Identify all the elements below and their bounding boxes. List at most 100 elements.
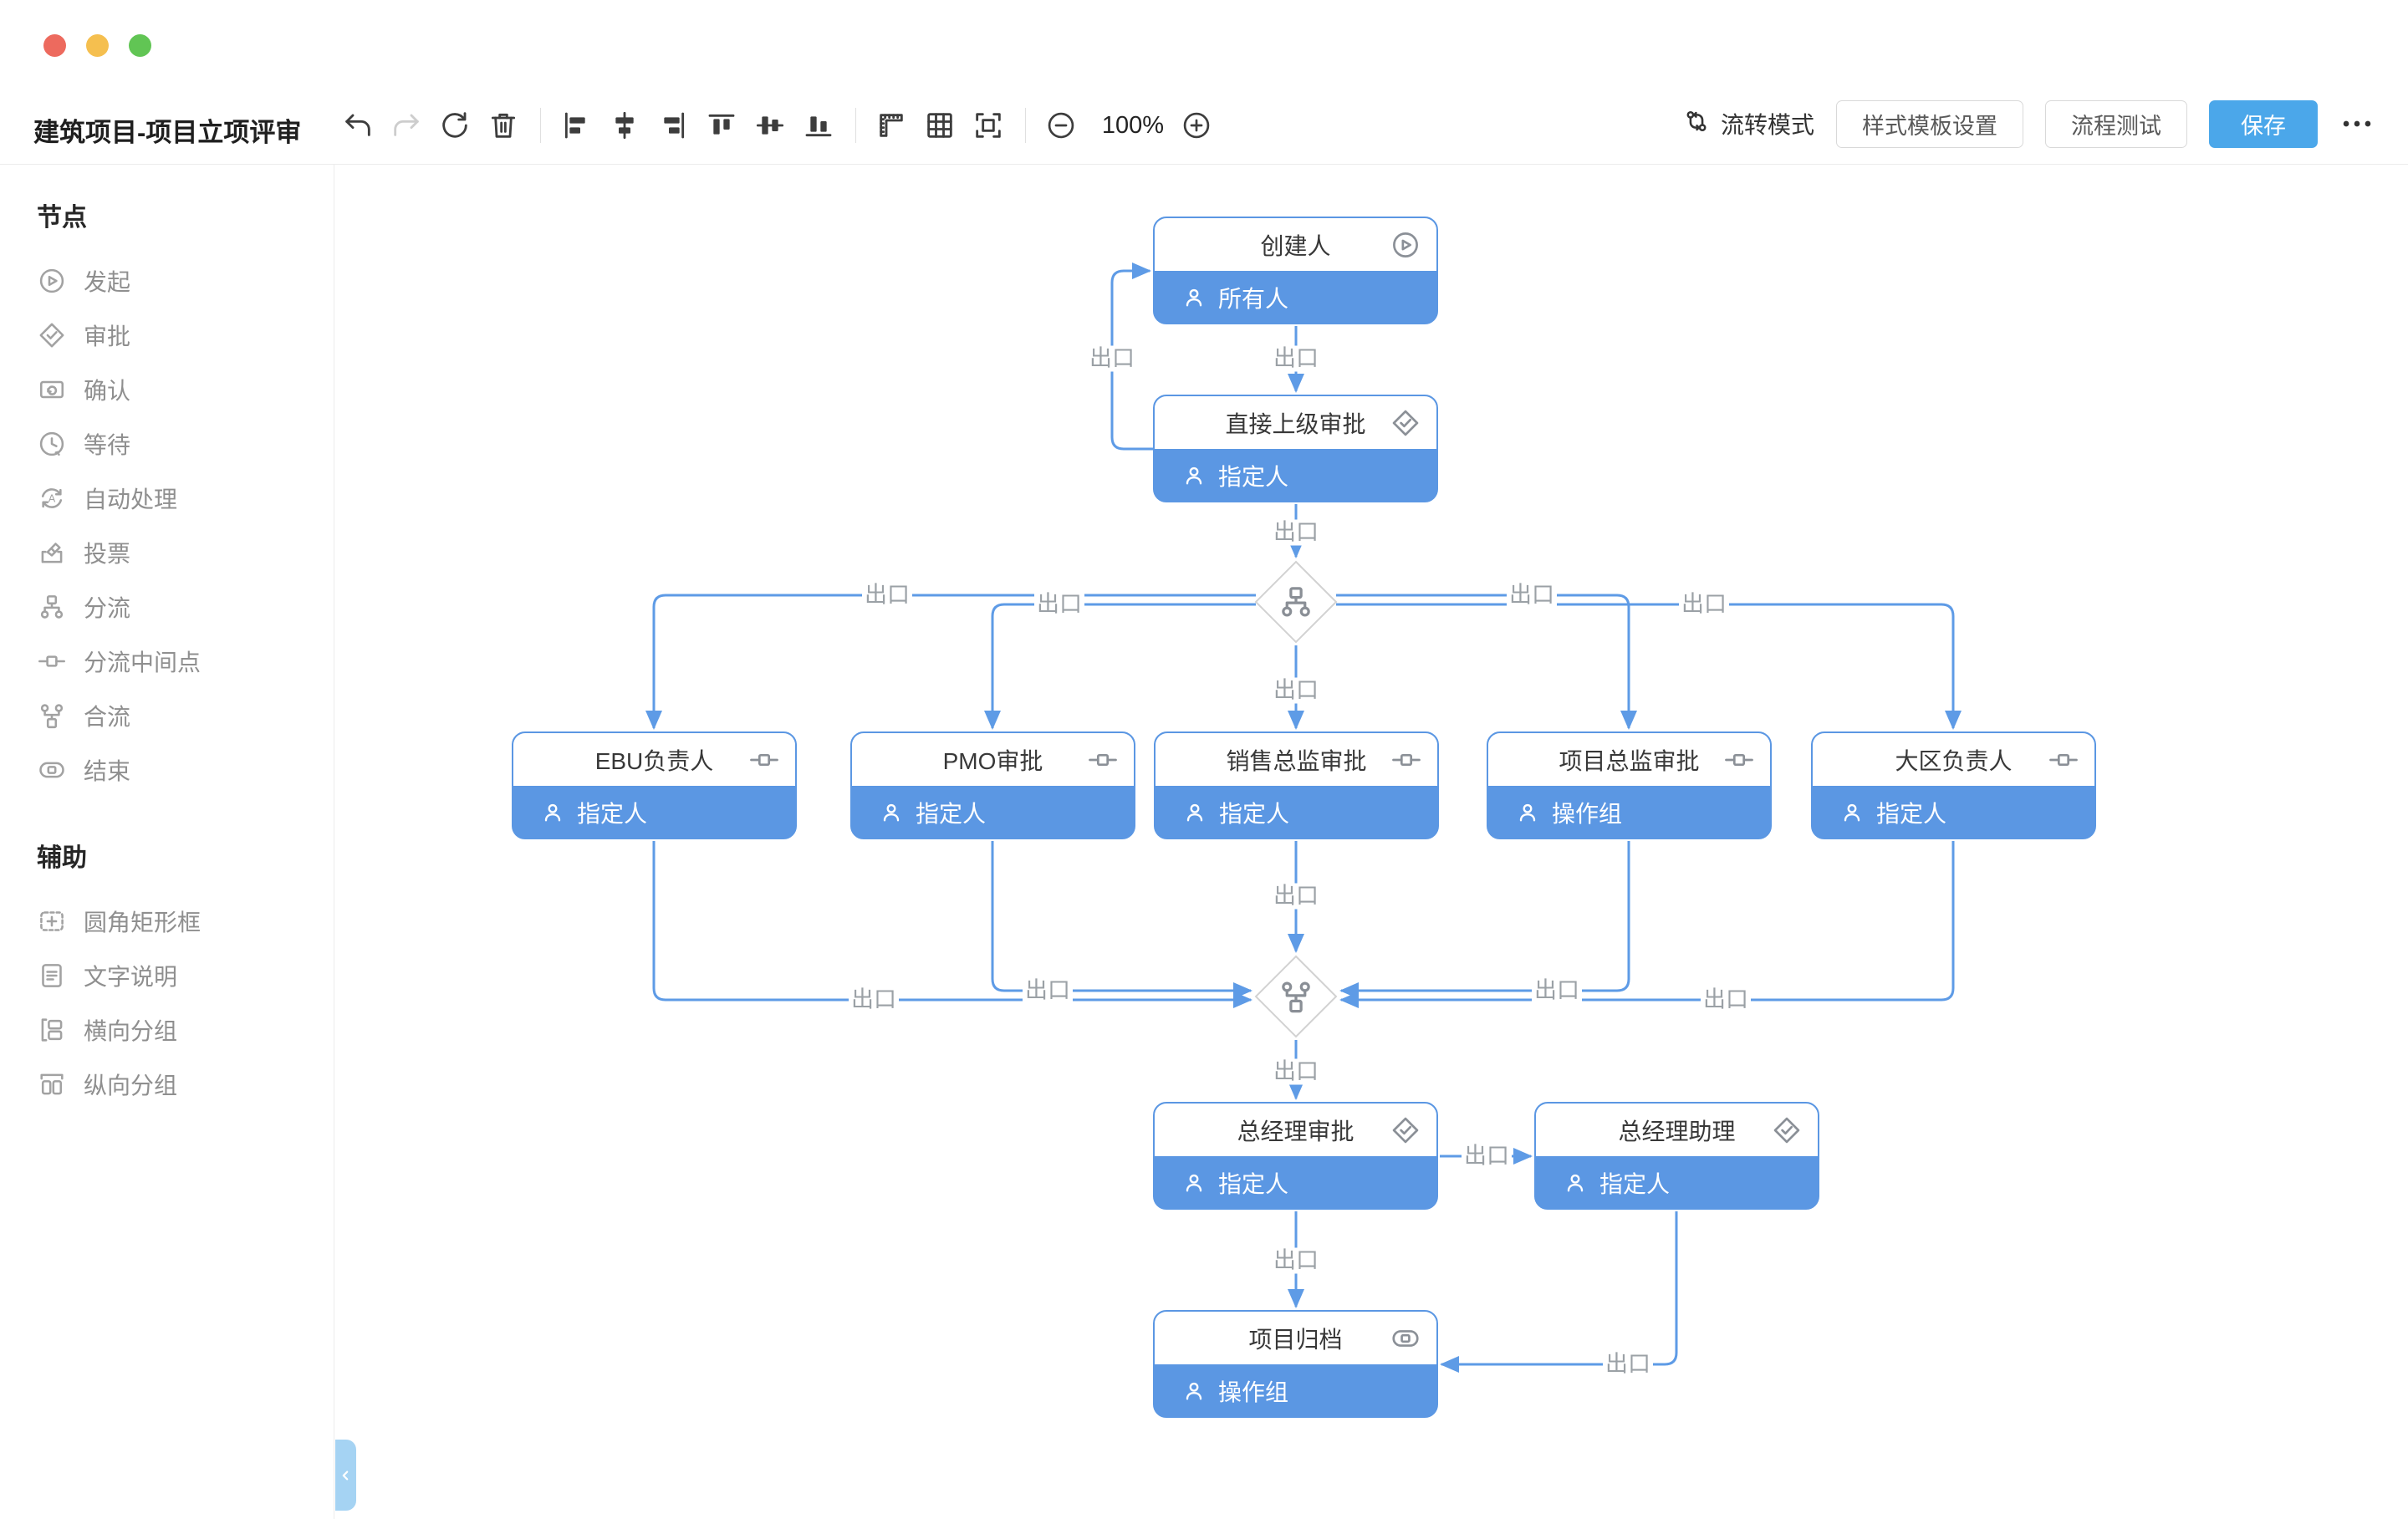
node-assignee-label: 指定人 (577, 801, 648, 827)
merge-gateway-node[interactable] (1254, 955, 1338, 1038)
edge-label: 出口 (862, 582, 912, 609)
person-icon (1519, 803, 1536, 822)
edge-label: 出口 (1462, 1143, 1512, 1170)
style-template-button[interactable]: 样式模板设置 (1836, 99, 2023, 148)
flow-mode-toggle[interactable]: 流转模式 (1682, 107, 1814, 141)
mid-point-icon (1725, 753, 1753, 766)
palette-item-label: 自动处理 (84, 486, 178, 512)
palette-item-dashed-plus[interactable]: 圆角矩形框 (37, 894, 334, 948)
minimize-window-button[interactable] (86, 34, 109, 57)
flow-edge[interactable] (1339, 841, 1955, 1008)
palette-item-wait[interactable]: 等待 (37, 416, 334, 471)
edge-label: 出口 (1271, 677, 1321, 704)
trash-icon (491, 113, 516, 138)
zoom-in-button[interactable] (1180, 109, 1213, 142)
flow-edge[interactable] (645, 594, 1256, 730)
flow-edge[interactable] (1440, 1211, 1678, 1373)
palette-item-label: 结束 (84, 757, 131, 784)
palette-item-label: 发起 (84, 268, 131, 295)
flow-node[interactable]: 总经理审批指定人 (1153, 1102, 1438, 1210)
align-middle-tool-button[interactable] (753, 109, 787, 142)
sidebar-collapse-handle[interactable] (335, 1440, 356, 1511)
palette-item-mid-point[interactable]: 分流中间点 (37, 634, 334, 688)
flow-edge[interactable] (991, 841, 1252, 999)
save-button[interactable]: 保存 (2209, 99, 2318, 148)
flow-node[interactable]: 项目归档操作组 (1153, 1310, 1438, 1418)
node-assignee-label: 指定人 (1876, 801, 1947, 827)
grid-tool-button[interactable] (923, 109, 957, 142)
align-center-h-tool-button[interactable] (608, 109, 641, 142)
palette-item-label: 合流 (84, 703, 131, 730)
plus-circle-icon (1183, 112, 1210, 139)
refresh-tool-button[interactable] (438, 109, 472, 142)
palette-item-vote[interactable]: 投票 (37, 525, 334, 579)
palette-item-end[interactable]: 结束 (37, 742, 334, 797)
flow-node[interactable]: 项目总监审批操作组 (1487, 731, 1772, 839)
flow-node[interactable]: PMO审批指定人 (850, 731, 1135, 839)
flow-edge[interactable] (1339, 841, 1630, 999)
palette-item-v-group[interactable]: 纵向分组 (37, 1057, 334, 1111)
align-right-tool-button[interactable] (656, 109, 690, 142)
flow-edge[interactable] (652, 841, 1252, 1008)
window-controls (43, 34, 151, 57)
node-title: 大区负责人 (1895, 747, 2013, 774)
trash-tool-button[interactable] (487, 109, 520, 142)
align-bottom-tool-button[interactable] (802, 109, 835, 142)
zoom-out-button[interactable] (1044, 109, 1078, 142)
align-top-icon (708, 114, 735, 135)
align-left-tool-button[interactable] (559, 109, 593, 142)
palette-item-label: 文字说明 (84, 963, 178, 990)
node-assignee-label: 所有人 (1218, 286, 1289, 312)
merge-icon (40, 703, 64, 728)
flow-node[interactable]: 直接上级审批指定人 (1153, 395, 1438, 502)
split-icon (1282, 587, 1310, 617)
fit-icon (976, 113, 1001, 138)
node-title-row: 项目归档 (1155, 1312, 1436, 1364)
edge-label: 出口 (1271, 345, 1321, 372)
mid-point-icon (1392, 753, 1421, 766)
page-title: 建筑项目-项目立项评审 (33, 118, 302, 147)
close-window-button[interactable] (43, 34, 66, 57)
flow-node[interactable]: EBU负责人指定人 (512, 731, 797, 839)
flow-edge[interactable] (1336, 594, 1637, 730)
mid-point-icon (2049, 753, 2078, 766)
align-top-tool-button[interactable] (705, 109, 738, 142)
palette-item-doc[interactable]: 文字说明 (37, 948, 334, 1002)
toolbar-divider (855, 108, 856, 143)
flow-node[interactable]: 总经理助理指定人 (1534, 1102, 1819, 1210)
flow-mode-icon (1686, 110, 1707, 131)
ruler-tool-button[interactable] (875, 109, 908, 142)
flow-node[interactable]: 创建人所有人 (1153, 217, 1438, 324)
node-title: 总经理审批 (1237, 1118, 1354, 1144)
header-right: 流转模式 样式模板设置 流程测试 保存 (1682, 94, 2375, 154)
flow-edge[interactable] (1336, 603, 1962, 730)
header: 建筑项目-项目立项评审 100% 流转模式 样式模板设置 流程测试 保存 (0, 0, 2408, 165)
flow-edge[interactable] (984, 603, 1256, 730)
flow-node[interactable]: 大区负责人指定人 (1811, 731, 2096, 839)
maximize-window-button[interactable] (129, 34, 151, 57)
undo-tool-button[interactable] (341, 109, 375, 142)
mid-point-icon (750, 753, 778, 766)
node-title-row: 项目总监审批 (1488, 733, 1770, 786)
palette-item-confirm[interactable]: 确认 (37, 362, 334, 416)
palette-item-play-circle[interactable]: 发起 (37, 253, 334, 308)
flow-node[interactable]: 销售总监审批指定人 (1154, 731, 1439, 839)
node-title-row: EBU负责人 (513, 733, 795, 786)
person-icon (883, 803, 900, 822)
h-group-icon (41, 1017, 63, 1042)
palette-item-merge[interactable]: 合流 (37, 688, 334, 742)
node-title: EBU负责人 (594, 747, 714, 774)
redo-icon (394, 114, 419, 136)
palette-item-label: 审批 (84, 323, 131, 349)
more-menu-button[interactable] (2339, 106, 2375, 141)
palette-item-h-group[interactable]: 横向分组 (37, 1002, 334, 1057)
grid-icon (927, 113, 952, 138)
flow-mode-icon (1682, 107, 1711, 141)
flow-test-button[interactable]: 流程测试 (2045, 99, 2187, 148)
fit-tool-button[interactable] (972, 109, 1005, 142)
mid-point-icon (1089, 753, 1117, 766)
split-gateway-node[interactable] (1254, 560, 1338, 644)
palette-item-approve-diamond[interactable]: 审批 (37, 308, 334, 362)
palette-item-split[interactable]: 分流 (37, 579, 334, 634)
